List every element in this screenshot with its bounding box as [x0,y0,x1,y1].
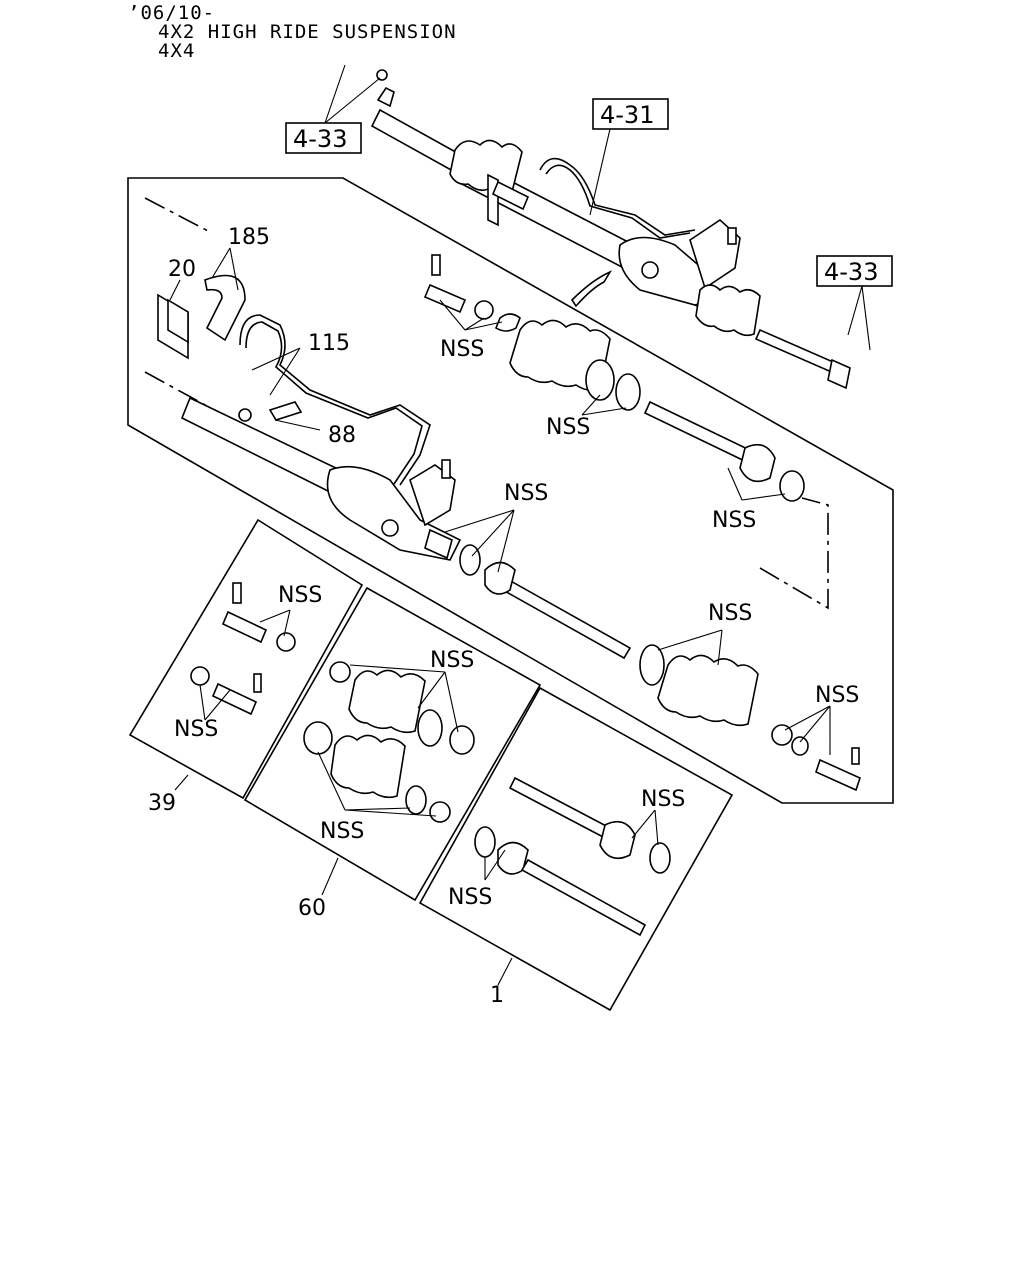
callout-39: 39 [148,791,176,816]
kit-39-frame [128,518,364,800]
ref-box-4-33-right[interactable]: 4-33 [816,255,893,287]
nss-label: NSS [641,787,685,812]
ref-4-33-left-label: 4-33 [293,125,347,153]
kit-1-frame [418,686,734,1012]
rack-housing [180,396,462,561]
boot-lower-right [639,644,809,756]
nss-label: NSS [174,717,218,742]
nss-label: NSS [546,415,590,440]
nss-label: NSS [440,337,484,362]
callout-60: 60 [298,896,326,921]
nss-label: NSS [712,508,756,533]
nss-label: NSS [504,481,548,506]
ref-box-4-31[interactable]: 4-31 [592,98,669,130]
mounting-clamp-185 [204,274,246,342]
tie-rod-end-lower-right [815,747,861,792]
nss-label: NSS [815,683,859,708]
inner-tie-rod-upper [643,400,805,502]
callout-1: 1 [490,983,504,1008]
kit-1-parts [474,776,671,937]
tie-rod-end-upper-left [423,254,521,332]
assembled-steering-rack [370,69,851,390]
header-date: ’06/10- [128,2,216,24]
nss-label: NSS [320,819,364,844]
mounting-bushing-20 [157,293,189,360]
kit-60-parts [303,661,475,823]
ref-4-31-label: 4-31 [600,101,654,129]
nss-label: NSS [708,601,752,626]
kit-60-frame [243,586,542,902]
callout-20: 20 [168,257,196,282]
inner-tie-rod-middle [459,544,632,660]
callout-185: 185 [228,225,270,250]
boot-upper [509,319,641,411]
nss-label: NSS [430,648,474,673]
callout-88: 88 [328,423,356,448]
header-variant-1: 4X2 HIGH RIDE SUSPENSION [158,21,457,43]
callout-115: 115 [308,331,350,356]
ref-4-33-right-label: 4-33 [824,258,878,286]
header-variant-2: 4X4 [158,40,196,62]
nss-label: NSS [278,583,322,608]
ref-box-4-33-left[interactable]: 4-33 [285,122,362,154]
nss-label: NSS [448,885,492,910]
